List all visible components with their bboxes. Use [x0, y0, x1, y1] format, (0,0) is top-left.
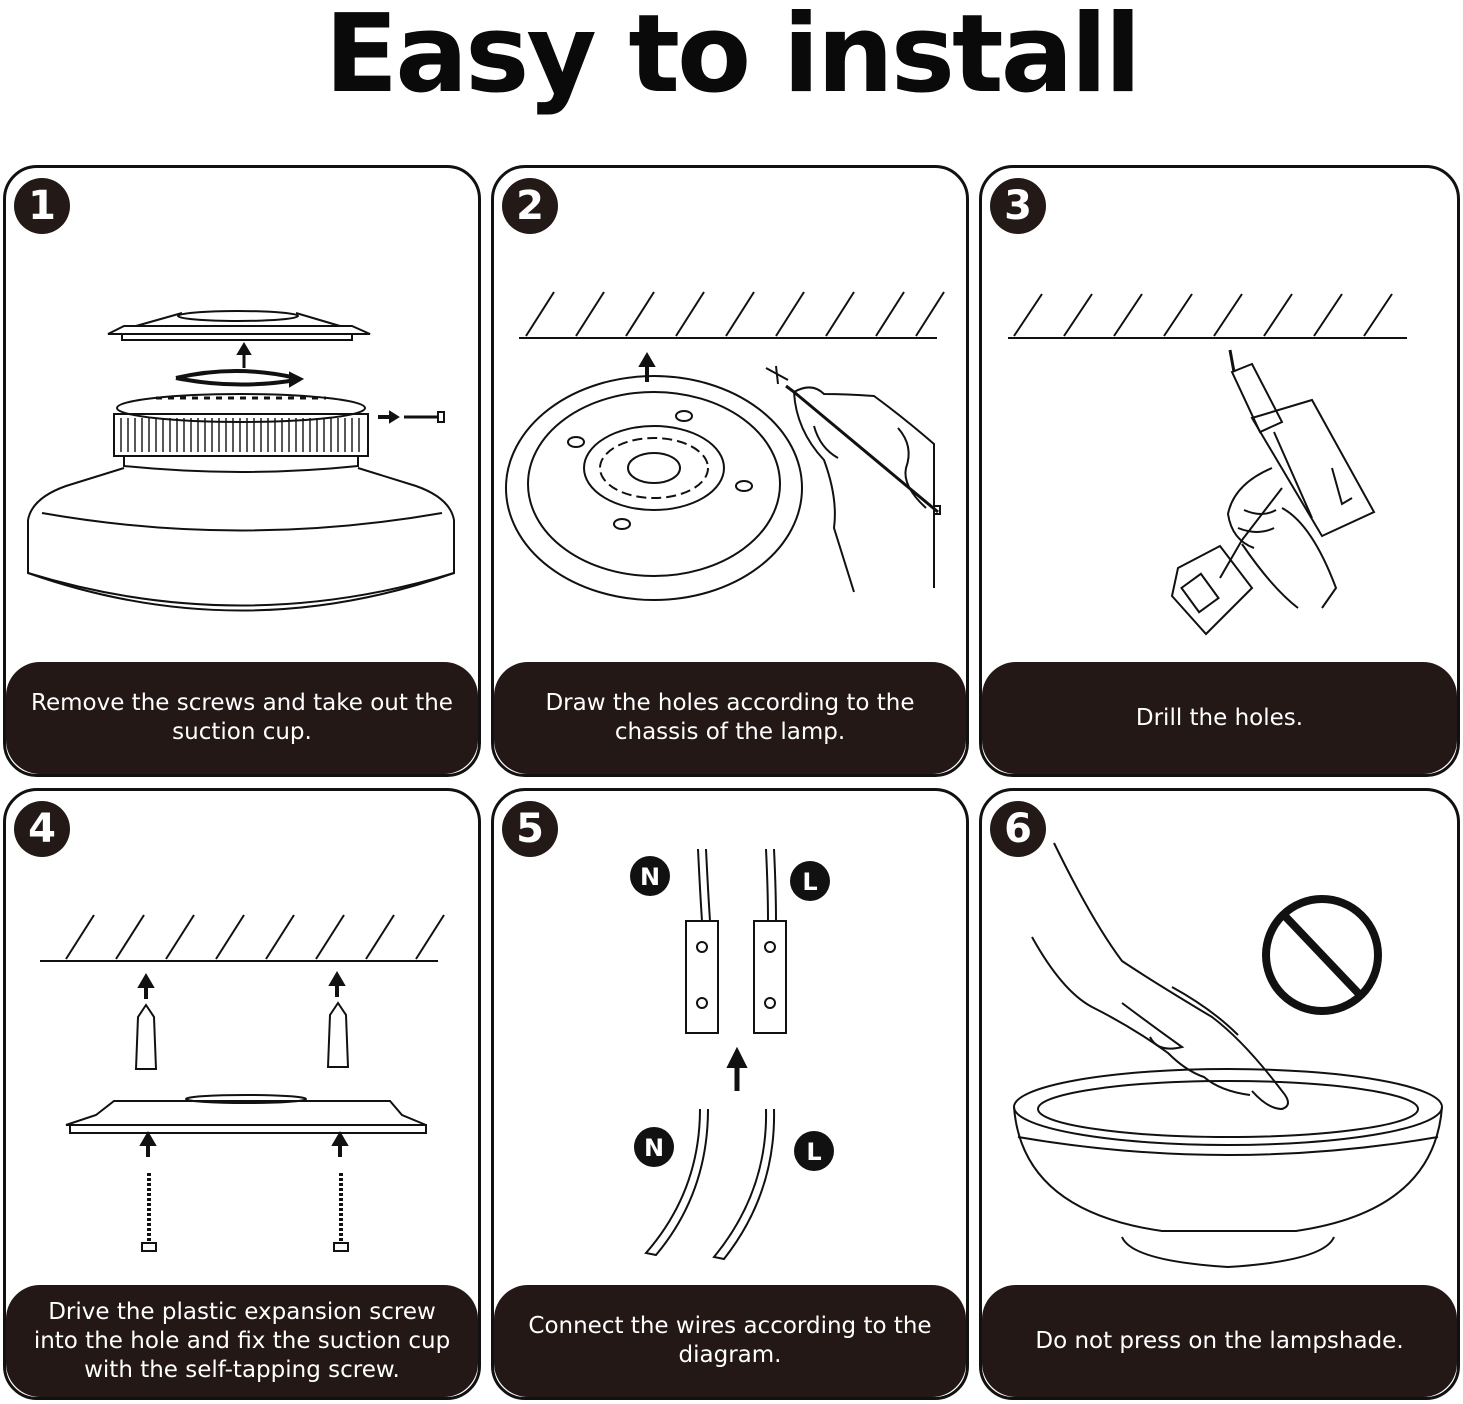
neutral-label-top-text: N [640, 863, 660, 891]
live-label-bottom [794, 1131, 834, 1171]
step-number-badge: 3 [990, 178, 1046, 234]
step-6-caption: Do not press on the lampshade. [982, 1285, 1457, 1397]
step-4-panel: 4 [3, 788, 481, 1400]
step-number-badge: 5 [502, 801, 558, 857]
chassis-marking-illustration [505, 291, 945, 601]
step-4-caption: Drive the plastic expansion screw into t… [6, 1285, 478, 1397]
neutral-label-bottom-text: N [644, 1134, 664, 1162]
step-number-badge: 2 [502, 178, 558, 234]
step-2-panel: 2 [491, 165, 969, 777]
prohibited-icon [1262, 895, 1382, 1015]
step-number-badge: 1 [14, 178, 70, 234]
live-label-bottom-text: L [806, 1138, 821, 1166]
step-1-panel: 1 [3, 165, 481, 777]
live-label-top-text: L [802, 868, 817, 896]
step-5-panel: 5 N L N [491, 788, 969, 1400]
step-5-caption: Connect the wires according to the diagr… [494, 1285, 966, 1397]
step-2-caption: Draw the holes according to the chassis … [494, 662, 966, 774]
step-number-badge: 4 [14, 801, 70, 857]
step-6-panel: 6 Do not press on the lampshade. [979, 788, 1460, 1400]
step-1-caption: Remove the screws and take out the sucti… [6, 662, 478, 774]
mounting-illustration [40, 914, 445, 1252]
drill-illustration [1008, 293, 1407, 636]
lamp-disassembly-illustration [27, 310, 455, 612]
neutral-label-top [630, 856, 670, 896]
no-press-illustration [1013, 842, 1443, 1269]
step-3-panel: 3 Drill the holes. [979, 165, 1460, 777]
page-title: Easy to install [324, 0, 1141, 117]
neutral-label-bottom [634, 1127, 674, 1167]
live-label-top [790, 861, 830, 901]
step-number-badge: 6 [990, 801, 1046, 857]
wiring-diagram: N L N L [630, 848, 834, 1261]
step-3-caption: Drill the holes. [982, 662, 1457, 774]
